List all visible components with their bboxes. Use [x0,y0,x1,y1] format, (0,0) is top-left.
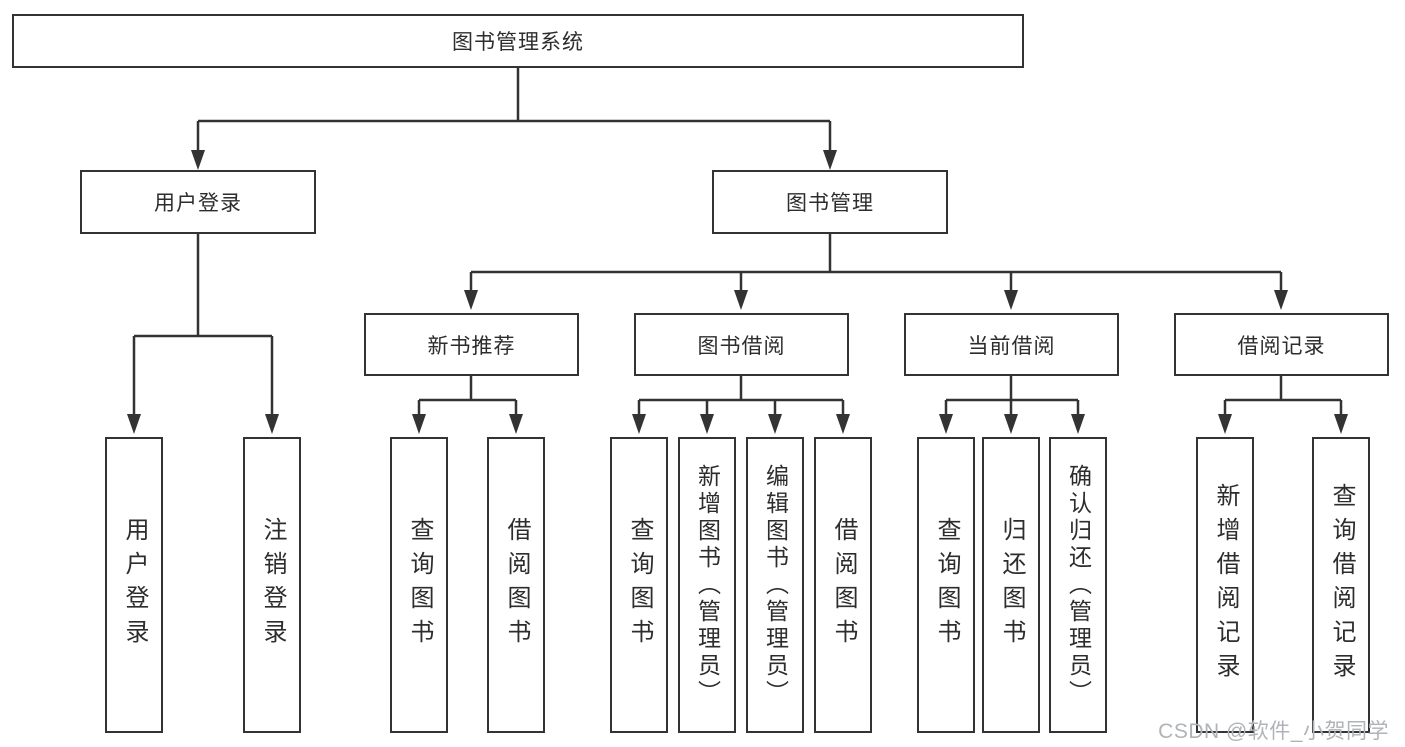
node-label: 借阅图书 [830,517,857,653]
leaf-add-borrow-record: 新增借阅记录 [1196,437,1254,733]
leaf-query-books: 查询图书 [390,437,448,733]
node-label: 编辑图书（管理员） [762,463,789,707]
leaf-borrow-books: 借阅图书 [814,437,872,733]
node-label: 用户登录 [154,192,242,215]
leaf-query-borrow-record: 查询借阅记录 [1312,437,1370,733]
node-label: 新增图书（管理员） [694,463,721,707]
node-book-management: 图书管理 [712,170,948,234]
node-label: 新增借阅记录 [1212,483,1239,687]
leaf-return-books: 归还图书 [982,437,1040,733]
leaf-query-books: 查询图书 [917,437,975,733]
node-label: 查询图书 [626,517,653,653]
node-current-borrow: 当前借阅 [904,313,1119,376]
node-label: 图书管理 [786,192,874,215]
node-label: 图书管理系统 [452,31,584,54]
node-label: 当前借阅 [967,334,1056,358]
leaf-add-books-admin: 新增图书（管理员） [678,437,736,733]
node-label: 新书推荐 [427,334,516,358]
node-label: 确认归还（管理员） [1065,463,1092,707]
node-new-book-recommend: 新书推荐 [364,313,579,376]
node-borrow-records: 借阅记录 [1174,313,1389,376]
node-label: 归还图书 [998,517,1025,653]
node-label: 查询图书 [406,517,433,653]
leaf-edit-books-admin: 编辑图书（管理员） [746,437,804,733]
leaf-confirm-return-admin: 确认归还（管理员） [1049,437,1107,733]
node-user-login: 用户登录 [80,170,316,234]
leaf-query-books: 查询图书 [610,437,668,733]
node-label: 借阅图书 [503,517,530,653]
node-book-borrow: 图书借阅 [634,313,849,376]
node-label: 用户登录 [121,517,148,653]
leaf-borrow-books: 借阅图书 [487,437,545,733]
node-label: 借阅记录 [1237,334,1326,358]
node-label: 图书借阅 [697,334,786,358]
node-label: 注销登录 [259,517,286,653]
node-label: 查询图书 [933,517,960,653]
leaf-user-login: 用户登录 [105,437,163,733]
node-label: 查询借阅记录 [1328,483,1355,687]
node-library-management-system: 图书管理系统 [12,14,1024,68]
leaf-logout: 注销登录 [243,437,301,733]
